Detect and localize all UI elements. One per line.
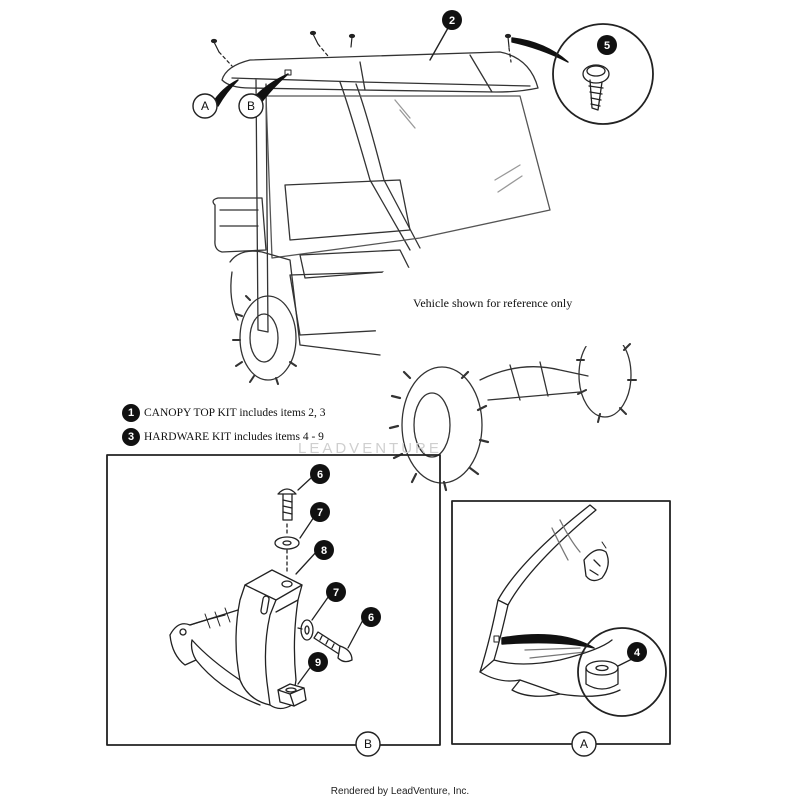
roof-screws <box>210 30 512 67</box>
watermark: LEADVENTURE <box>298 440 442 457</box>
svg-text:A: A <box>580 737 588 751</box>
svg-text:5: 5 <box>604 40 610 52</box>
detail-box-a <box>451 500 671 745</box>
washer-hole <box>282 540 292 546</box>
canopy-bracket-icon <box>169 569 303 710</box>
hex-nut-icon <box>277 683 307 707</box>
screw-icon <box>504 33 512 63</box>
svg-text:B: B <box>247 99 255 113</box>
screw-icon <box>348 33 356 48</box>
detail-circle-5 <box>552 23 654 125</box>
bolt-side-icon <box>313 631 353 663</box>
svg-text:4: 4 <box>634 647 641 659</box>
legend-text: CANOPY TOP KIT includes items 2, 3 <box>144 407 326 419</box>
canopy-edge-detail <box>479 504 621 697</box>
callout-6: 6 <box>361 607 381 627</box>
callout-7: 7 <box>326 582 346 602</box>
svg-text:7: 7 <box>317 507 323 519</box>
screw-icon <box>210 38 233 67</box>
carriage-bolt-icon <box>277 488 297 521</box>
svg-text:2: 2 <box>449 15 455 27</box>
callout-8: 8 <box>314 540 334 560</box>
svg-text:B: B <box>364 737 372 751</box>
legend-text: HARDWARE KIT includes items 4 - 9 <box>144 431 324 443</box>
leader-wedge-a <box>211 79 239 107</box>
view-label-a-top: A <box>192 93 218 119</box>
legend-item-hardware-kit: 3 HARDWARE KIT includes items 4 - 9 <box>122 428 324 446</box>
leader-wedge-4 <box>501 634 595 649</box>
callout-5: 5 <box>597 35 617 55</box>
svg-text:7: 7 <box>333 587 339 599</box>
svg-text:A: A <box>201 99 209 113</box>
spacer-icon <box>585 660 619 690</box>
leader-line-2 <box>429 27 449 61</box>
bracket-hardware <box>169 477 365 710</box>
leader-wedge-5 <box>511 37 569 63</box>
washer-side-icon <box>300 619 314 641</box>
legend-item-canopy-kit: 1 CANOPY TOP KIT includes items 2, 3 <box>122 404 326 422</box>
screw-icon <box>309 30 329 57</box>
callout-9: 9 <box>308 652 328 672</box>
screw-detail-icon <box>582 64 610 111</box>
view-label-a-box: A <box>571 731 597 757</box>
svg-text:6: 6 <box>368 612 374 624</box>
callout-7: 7 <box>310 502 330 522</box>
reference-note: Vehicle shown for reference only <box>413 296 573 311</box>
detail-box-b <box>106 454 441 746</box>
legend-badge: 1 <box>122 404 140 422</box>
callout-2: 2 <box>442 10 462 30</box>
footer-credit: Rendered by LeadVenture, Inc. <box>330 786 470 797</box>
leader-wedge-b <box>251 73 289 105</box>
detail-circle-4 <box>577 627 667 717</box>
washer-icon <box>274 536 300 550</box>
mount-clip-icon <box>284 69 292 76</box>
callout-6: 6 <box>310 464 330 484</box>
legend-badge: 3 <box>122 428 140 446</box>
callout-4: 4 <box>627 642 647 662</box>
svg-text:9: 9 <box>315 657 321 669</box>
view-label-b-box: B <box>355 731 381 757</box>
view-label-b-top: B <box>238 93 264 119</box>
svg-text:6: 6 <box>317 469 323 481</box>
svg-text:8: 8 <box>321 545 327 557</box>
